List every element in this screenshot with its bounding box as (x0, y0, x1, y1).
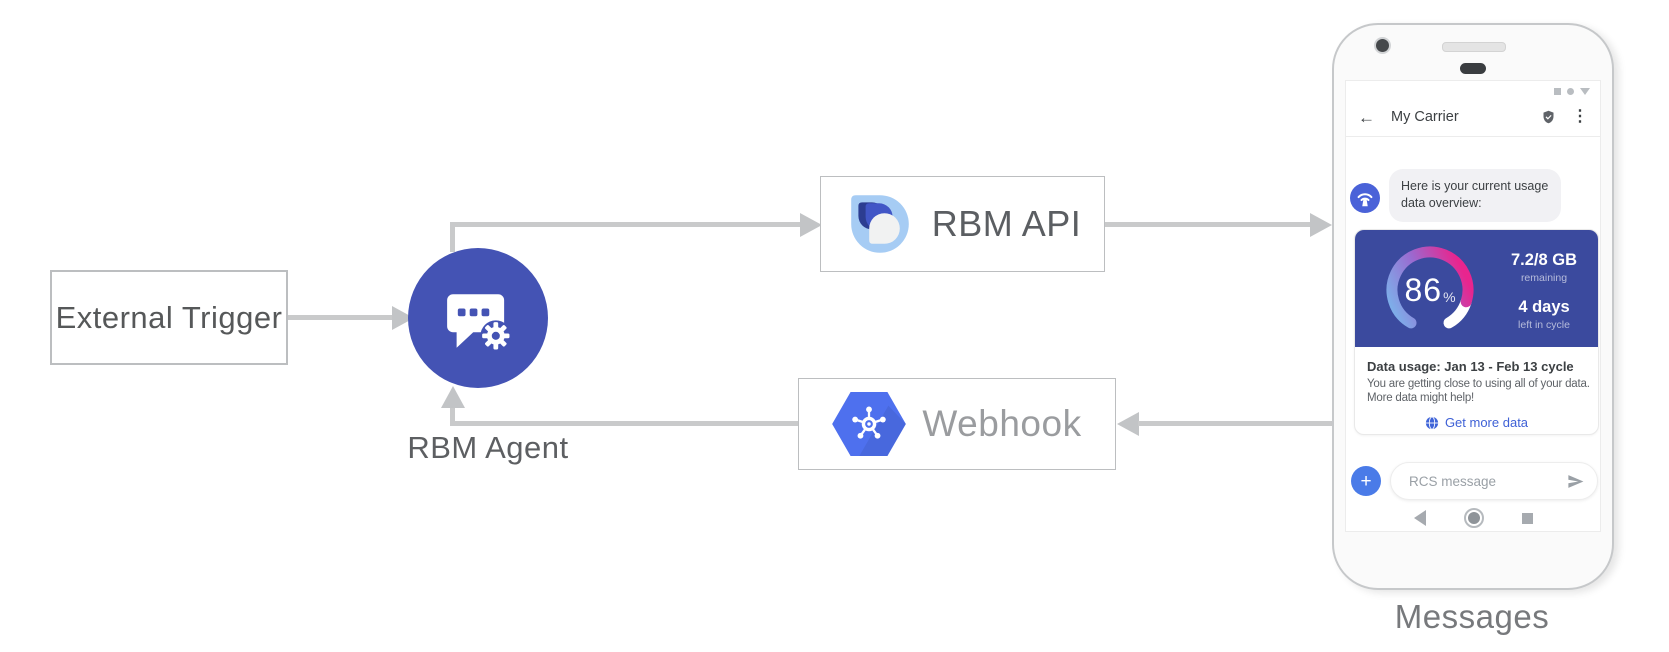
status-dot-icon (1567, 88, 1574, 95)
status-bar (1554, 88, 1590, 95)
data-remaining-label: remaining (1520, 272, 1568, 284)
compose-bar (1390, 462, 1598, 500)
connector-agent-up (450, 222, 455, 252)
chat-bubble: Here is your current usage data overview… (1389, 169, 1561, 222)
send-icon[interactable] (1566, 472, 1585, 491)
rbm-api-logo-icon (850, 195, 909, 253)
connector-trigger-to-agent (288, 315, 392, 320)
conversation-title: My Carrier (1391, 109, 1459, 125)
nav-recent-icon[interactable] (1521, 512, 1533, 524)
rbm-api-label: RBM API (931, 203, 1082, 244)
rbm-agent-label: RBM Agent (407, 430, 569, 465)
usage-donut-gauge (1386, 246, 1474, 329)
external-trigger-node: External Trigger (50, 270, 288, 365)
globe-icon (1425, 415, 1439, 430)
back-arrow-icon[interactable]: ← (1358, 107, 1375, 127)
usage-card-title: Data usage: Jan 13 - Feb 13 cycle (1367, 359, 1574, 374)
cloud-hexagon-hub-icon (832, 392, 907, 456)
rbm-agent-node (408, 248, 548, 388)
usage-gauge-panel: 86 % 7.2/8 GB remaining 4 days left in c… (1355, 230, 1598, 347)
status-triangle-icon (1580, 88, 1590, 95)
data-remaining-value: 7.2/8 GB (1510, 251, 1578, 269)
attach-plus-button[interactable]: + (1351, 466, 1381, 496)
get-more-data-label: Get more data (1444, 415, 1529, 430)
rbm-api-node: RBM API (820, 176, 1105, 272)
external-trigger-label: External Trigger (55, 299, 283, 335)
overflow-menu-icon[interactable]: ⋮ (1572, 108, 1588, 125)
connector-api-to-phone (1104, 222, 1312, 227)
usage-stats: 7.2/8 GB remaining 4 days left in cycle (1495, 230, 1593, 347)
webhook-label: Webhook (922, 403, 1082, 444)
days-left-value: 4 days (1518, 298, 1570, 316)
status-square-icon (1554, 88, 1561, 95)
gauge-percent-value: 86 (1404, 271, 1443, 308)
connector-webhook-up (450, 406, 455, 424)
arrowhead-left-icon (1117, 412, 1139, 436)
gauge-percent: 86 % (1378, 238, 1482, 342)
gauge-percent-sign: % (1443, 289, 1456, 305)
earpiece-pill (1460, 63, 1486, 74)
agent-avatar (1350, 183, 1380, 213)
antenna-broadcast-icon (1357, 193, 1373, 207)
header-divider (1346, 136, 1600, 137)
usage-card: 86 % 7.2/8 GB remaining 4 days left in c… (1354, 229, 1599, 435)
arrowhead-right-icon (1310, 213, 1332, 237)
verified-shield-icon (1541, 109, 1556, 125)
get-more-data-action[interactable]: Get more data (1367, 415, 1586, 430)
conversation-header: ← My Carrier ⋮ (1346, 99, 1600, 135)
connector-agent-to-api (450, 222, 802, 227)
speaker-slot (1442, 42, 1506, 52)
nav-back-icon[interactable] (1413, 510, 1426, 526)
webhook-node: Webhook (798, 378, 1116, 470)
phone-mockup: ← My Carrier ⋮ Here is your curr (1332, 23, 1614, 590)
arrowhead-up-icon (441, 386, 465, 408)
phone-caption: Messages (1394, 598, 1550, 635)
camera-dot-icon (1374, 37, 1391, 54)
phone-screen: ← My Carrier ⋮ Here is your curr (1345, 80, 1601, 532)
usage-card-text-line1: You are getting close to using all of yo… (1367, 378, 1590, 390)
arrowhead-right-icon (800, 213, 822, 237)
usage-card-text-line2: More data might help! (1367, 392, 1475, 404)
connector-phone-to-webhook (1138, 421, 1332, 426)
nav-home-icon[interactable] (1463, 508, 1484, 528)
chat-bubble-gear-icon (447, 294, 512, 352)
connector-webhook-to-agent (450, 421, 800, 426)
rcs-message-input[interactable] (1407, 472, 1566, 490)
usage-card-body: Data usage: Jan 13 - Feb 13 cycle You ar… (1355, 347, 1598, 430)
days-left-label: left in cycle (1518, 319, 1570, 331)
android-nav-bar (1346, 508, 1600, 528)
